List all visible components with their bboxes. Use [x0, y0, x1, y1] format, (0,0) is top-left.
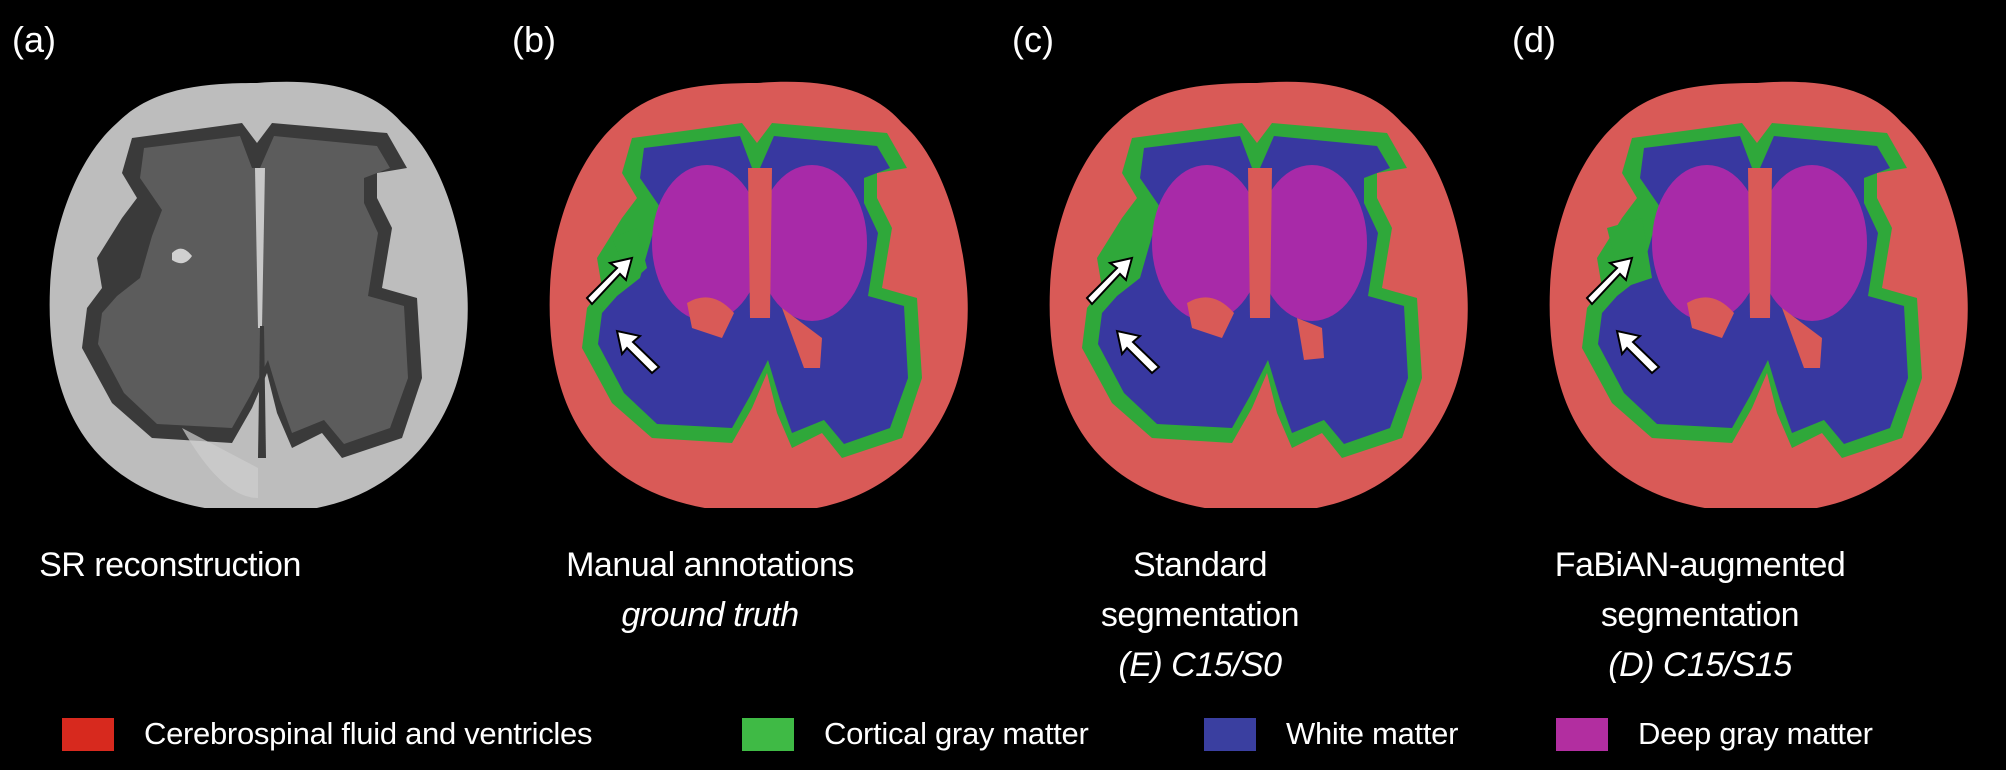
- mri-brain-image: [49, 81, 468, 508]
- caption: Standard segmentation (E) C15/S0: [1100, 546, 1300, 684]
- caption: FaBiAN-augmented segmentation (D) C15/S1…: [1554, 546, 1846, 684]
- panel-b: (b) Manual annotations ground truth: [500, 0, 1000, 700]
- arrow-icon: [1085, 256, 1161, 375]
- arrow-icon: [585, 256, 661, 375]
- legend-item-cortical-gm: Cortical gray matter: [742, 712, 1089, 756]
- legend-item-deep-gm: Deep gray matter: [1556, 712, 1873, 756]
- caption: SR reconstruction: [39, 546, 301, 584]
- segmentation-image: [1549, 81, 1968, 508]
- segmentation-image: [1049, 81, 1468, 508]
- panel-a: (a) SR reconstruction: [0, 0, 500, 700]
- swatch-cortical-gm: [742, 717, 794, 751]
- segmentation-image: [549, 81, 968, 508]
- legend-item-white-matter: White matter: [1204, 712, 1458, 756]
- swatch-white-matter: [1204, 717, 1256, 751]
- panel-label: (a): [12, 19, 56, 60]
- swatch-deep-gm: [1556, 717, 1608, 751]
- panel-c: (c) Standard segmentation (E) C15/S0: [1000, 0, 1500, 700]
- caption: Manual annotations ground truth: [566, 546, 854, 634]
- panel-d: (d) FaBiAN-augmented segmentation (D) C1…: [1500, 0, 2000, 700]
- legend: Cerebrospinal fluid and ventricles Corti…: [0, 712, 2006, 756]
- legend-item-csf: Cerebrospinal fluid and ventricles: [62, 712, 592, 756]
- panel-label: (c): [1012, 19, 1054, 60]
- arrow-icon: [1585, 256, 1661, 375]
- panel-label: (d): [1512, 19, 1556, 60]
- panel-label: (b): [512, 19, 556, 60]
- swatch-csf: [62, 717, 114, 751]
